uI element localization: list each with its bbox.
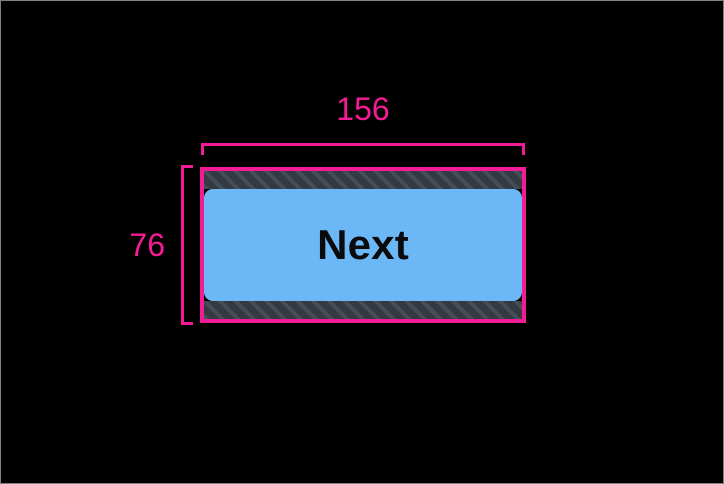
padding-band-bottom: [204, 301, 522, 319]
width-dimension-bracket: [201, 143, 525, 155]
next-button[interactable]: Next: [204, 189, 522, 301]
padding-band-top: [204, 171, 522, 189]
height-dimension-bracket: [181, 165, 193, 325]
height-dimension-label: 76: [129, 227, 165, 263]
element-bounding-box: Next: [200, 167, 526, 323]
width-dimension-label: 156: [336, 91, 390, 127]
